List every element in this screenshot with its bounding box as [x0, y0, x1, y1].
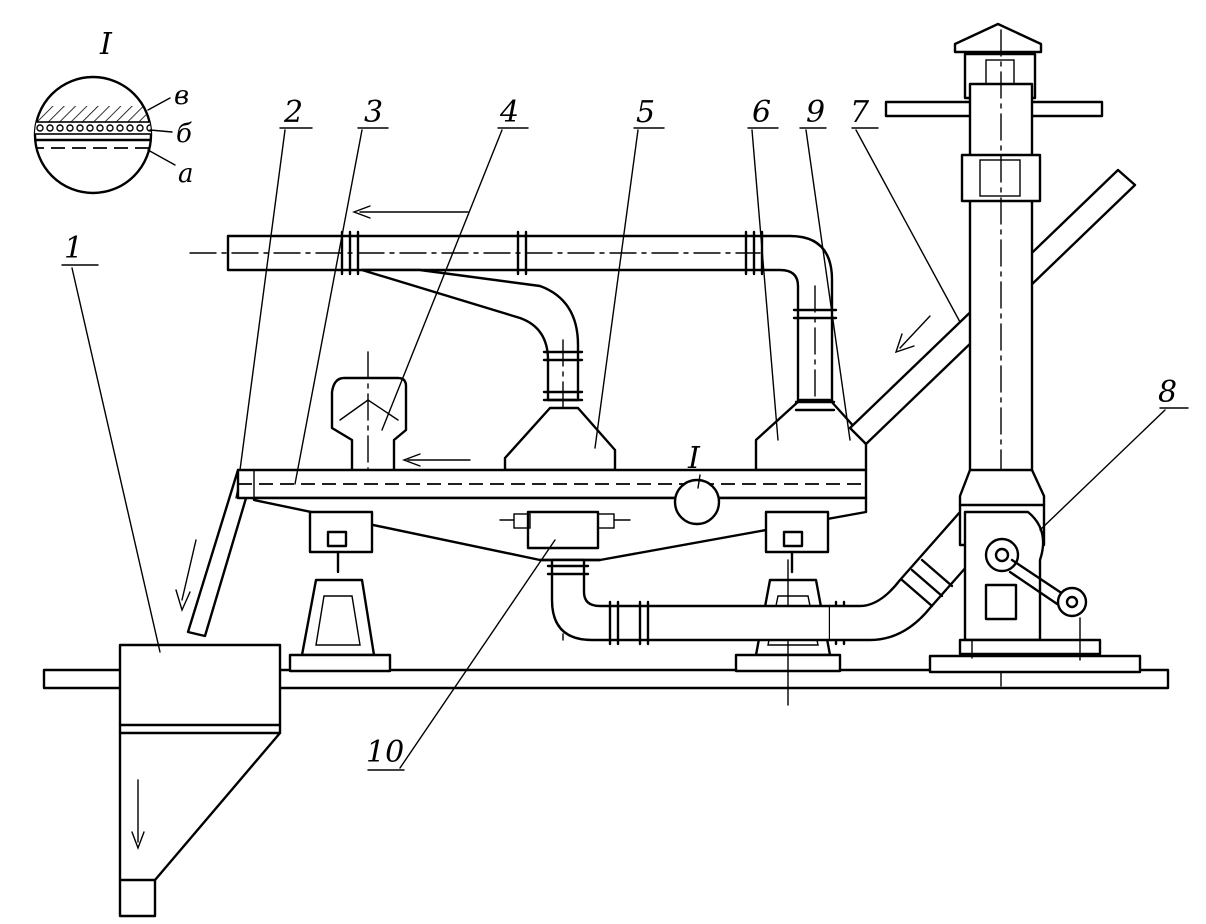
- part-labels: 1 2 3 4 5 6 9 7 8 10: [64, 95, 1177, 770]
- vibrator-10: [499, 510, 631, 550]
- detail-marker-label: I: [687, 441, 701, 476]
- detail-marker-circle: [673, 478, 721, 526]
- label-3: 3: [364, 95, 383, 130]
- support-left: [288, 510, 392, 673]
- inset-label-b: б: [176, 119, 192, 149]
- leader-lines: [61, 127, 1189, 771]
- fan-8: [928, 510, 1142, 674]
- inset-label-v: в: [174, 81, 189, 111]
- arrow-down-left-icon: [894, 333, 915, 354]
- detail-inset: I в б а: [33, 27, 194, 195]
- label-2: 2: [283, 95, 303, 130]
- arrow-down-icon: [131, 831, 145, 850]
- feeder-4: [330, 351, 471, 486]
- arrow-left-icon: [352, 205, 371, 219]
- label-8: 8: [1158, 375, 1177, 410]
- label-5: 5: [636, 95, 655, 130]
- label-9: 9: [806, 95, 825, 130]
- arrow-down-icon: [175, 589, 191, 613]
- inset-title: I: [99, 27, 113, 62]
- hopper-1: [118, 643, 282, 918]
- top-duct: [189, 205, 838, 422]
- inset-circle: [33, 75, 153, 195]
- label-6: 6: [752, 95, 771, 130]
- floor: [42, 668, 1170, 690]
- arrow-left-icon: [402, 453, 421, 467]
- label-7: 7: [850, 95, 870, 130]
- inset-label-a: а: [178, 159, 194, 189]
- inset-layer-v: [35, 106, 151, 122]
- label-1: 1: [64, 231, 83, 266]
- inset-layer-b-pattern: [36, 124, 151, 132]
- label-10: 10: [366, 735, 404, 770]
- label-4: 4: [499, 95, 519, 130]
